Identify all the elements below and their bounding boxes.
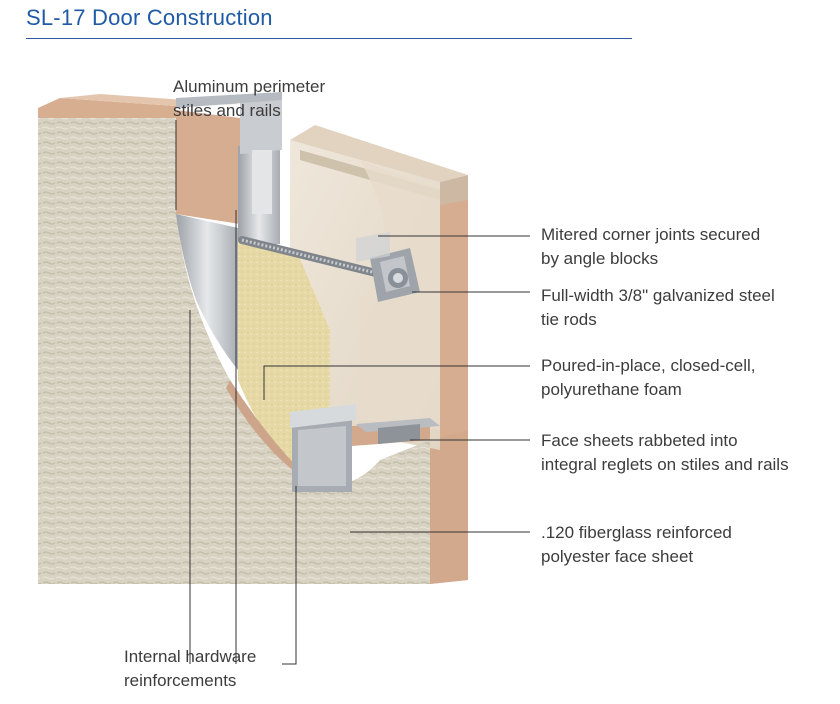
callout-face-sheets: Face sheets rabbeted into integral regle… [541, 431, 789, 474]
callout-tie-rods: Full-width 3/8" galvanized steel tie rod… [541, 286, 775, 329]
title-divider [26, 38, 632, 39]
tie-rod [238, 232, 420, 302]
callout-perimeter: Aluminum perimeter stiles and rails [173, 77, 326, 120]
callout-fiberglass: .120 fiberglass reinforced polyester fac… [541, 523, 732, 566]
leader-hardware-3 [282, 486, 297, 665]
bottom-rail-reglet [290, 404, 440, 492]
hardware-reinforcement [176, 214, 238, 370]
aluminum-stile [176, 92, 282, 248]
callout-mitered-corners: Mitered corner joints secured by angle b… [541, 225, 761, 268]
callout-foam: Poured-in-place, closed-cell, polyuretha… [541, 356, 756, 399]
page-title: SL-17 Door Construction [26, 5, 273, 30]
front-face-sheet [38, 108, 430, 584]
callout-hardware: Internal hardware reinforcements [124, 647, 257, 690]
leader-foam [263, 365, 530, 400]
